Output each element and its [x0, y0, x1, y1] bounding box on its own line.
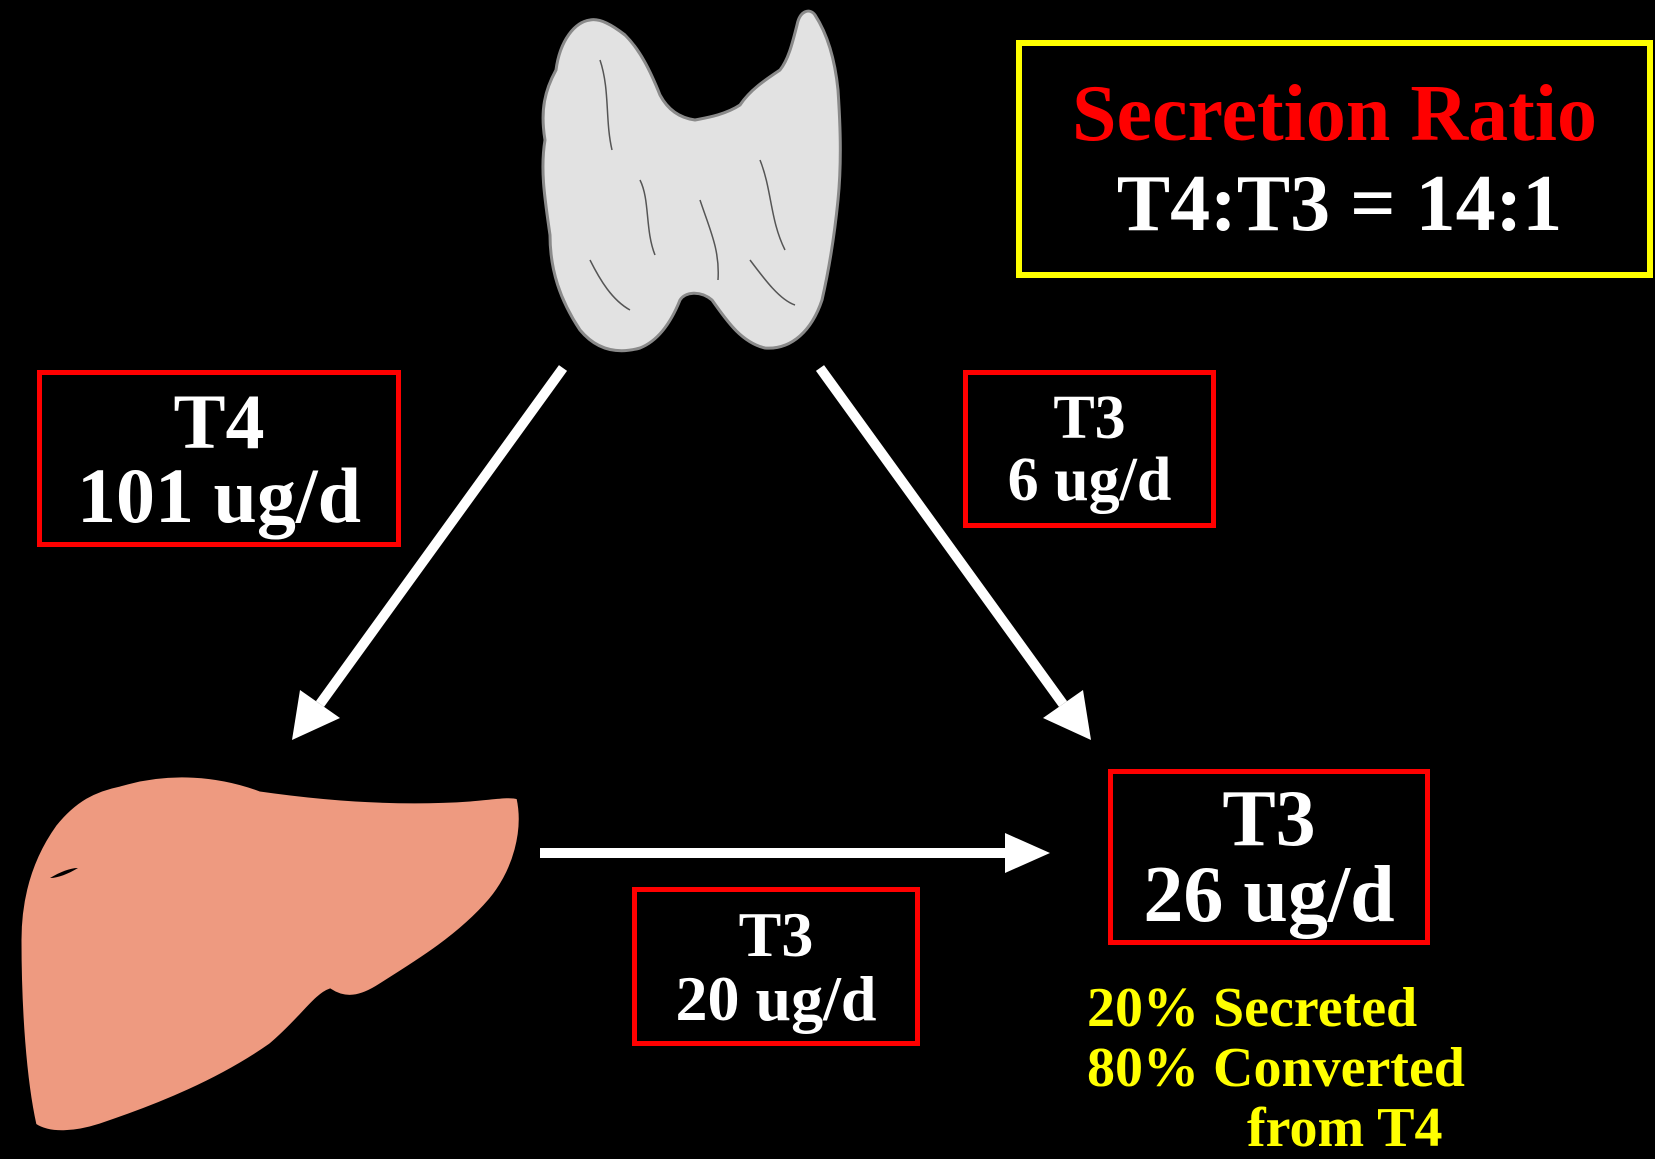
t3-conversion-rate: 20 ug/d	[676, 967, 877, 1031]
t3-total-rate: 26 ug/d	[1143, 857, 1394, 933]
thyroid-gland-icon	[543, 11, 840, 351]
t4-secretion-hormone: T4	[173, 385, 264, 459]
secretion-ratio-box: Secretion Ratio T4:T3 = 14:1	[1016, 40, 1653, 278]
thyroid-shape	[543, 11, 840, 351]
secretion-ratio-value: T4:T3 = 14:1	[1117, 159, 1563, 249]
t4-secretion-rate: 101 ug/d	[77, 459, 361, 533]
t3-total-box: T3 26 ug/d	[1108, 769, 1430, 945]
liver-icon	[20, 776, 520, 1132]
t3-secretion-box: T3 6 ug/d	[963, 370, 1216, 528]
secretion-ratio-title: Secretion Ratio	[1072, 69, 1597, 159]
note-from-t4: from T4	[1087, 1098, 1465, 1158]
t3-secretion-hormone: T3	[1053, 387, 1125, 449]
t4-secretion-box: T4 101 ug/d	[37, 370, 401, 547]
t3-source-notes: 20% Secreted 80% Converted from T4	[1087, 978, 1465, 1158]
t3-total-hormone: T3	[1222, 781, 1315, 857]
note-converted: 80% Converted	[1087, 1038, 1465, 1098]
t3-conversion-box: T3 20 ug/d	[632, 887, 920, 1046]
t3-secretion-rate: 6 ug/d	[1008, 449, 1172, 511]
note-secreted: 20% Secreted	[1087, 978, 1465, 1038]
liver-shape	[20, 776, 520, 1132]
arrow-liver-to-t3	[540, 833, 1050, 873]
t3-conversion-hormone: T3	[739, 903, 814, 967]
